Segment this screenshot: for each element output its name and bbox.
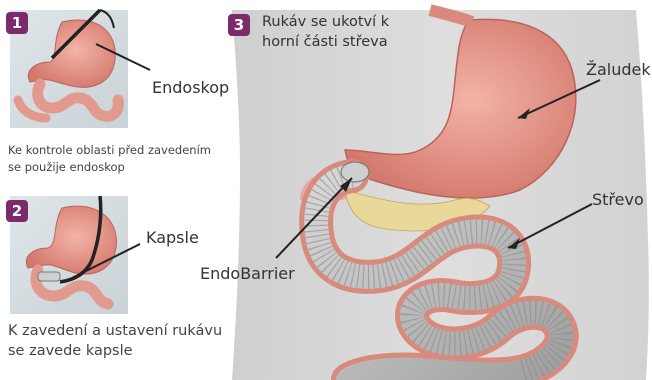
panel2-illustration	[10, 196, 140, 314]
step-2-badge: 2	[6, 200, 28, 222]
strevo-label: Střevo	[592, 190, 644, 209]
panel2-caption-line2: se zavede kapsle	[8, 342, 133, 361]
step-3-badge: 3	[228, 14, 250, 36]
panel1-illustration	[10, 10, 150, 128]
panel3-title-line1: Rukáv se ukotví k	[262, 13, 389, 32]
panel2-caption-line1: K zavedení a ustavení rukávu	[8, 322, 222, 341]
panel1-caption-line2: se použije endoskop	[8, 159, 125, 175]
panel3-title-line2: horní části střeva	[262, 33, 388, 52]
kapsle-label: Kapsle	[146, 228, 199, 247]
endobarrier-label: EndoBarrier	[200, 264, 295, 283]
endoskop-label: Endoskop	[152, 78, 229, 97]
zaludek-label: Žaludek	[586, 60, 651, 79]
panel1-caption-line1: Ke kontrole oblasti před zavedením	[8, 142, 211, 158]
step-1-badge: 1	[6, 12, 28, 34]
